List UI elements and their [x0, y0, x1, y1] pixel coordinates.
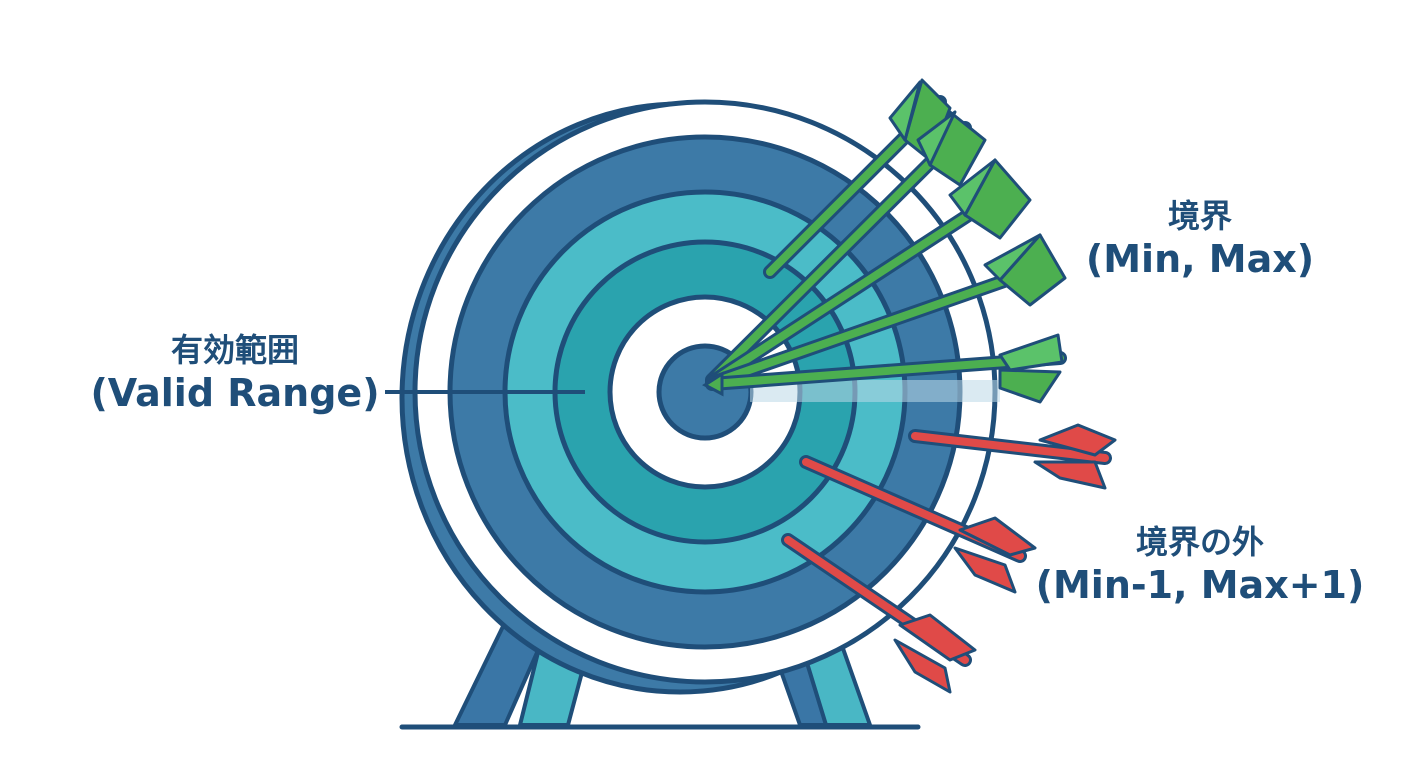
- outside-arrow-3: [781, 533, 977, 694]
- boundary-label-en: (Min, Max): [1085, 237, 1315, 281]
- boundary-arrow-2: [705, 110, 987, 387]
- boundary-label: 境界 (Min, Max): [1070, 196, 1330, 284]
- boundary-arrows: [702, 78, 1067, 404]
- outside-arrows: [781, 423, 1117, 694]
- arrow-tips: [702, 371, 724, 397]
- outside-boundary-label-jp: 境界の外: [1135, 523, 1264, 561]
- boundary-label-jp: 境界: [1167, 197, 1232, 235]
- boundary-arrow-3: [705, 158, 1032, 389]
- valid-range-label: 有効範囲 (Valid Range): [70, 330, 400, 418]
- outside-boundary-label-en: (Min-1, Max+1): [1035, 563, 1365, 607]
- valid-range-label-en: (Valid Range): [90, 371, 380, 415]
- valid-range-label-jp: 有効範囲: [170, 331, 299, 369]
- outside-arrow-2: [799, 455, 1037, 594]
- boundary-arrow-1: [763, 78, 952, 279]
- light-band: [750, 380, 1000, 402]
- boundary-arrow-4: [705, 233, 1067, 390]
- boundary-arrow-5: [705, 333, 1067, 404]
- outside-boundary-label: 境界の外 (Min-1, Max+1): [1020, 522, 1380, 610]
- outside-arrow-1: [908, 423, 1117, 490]
